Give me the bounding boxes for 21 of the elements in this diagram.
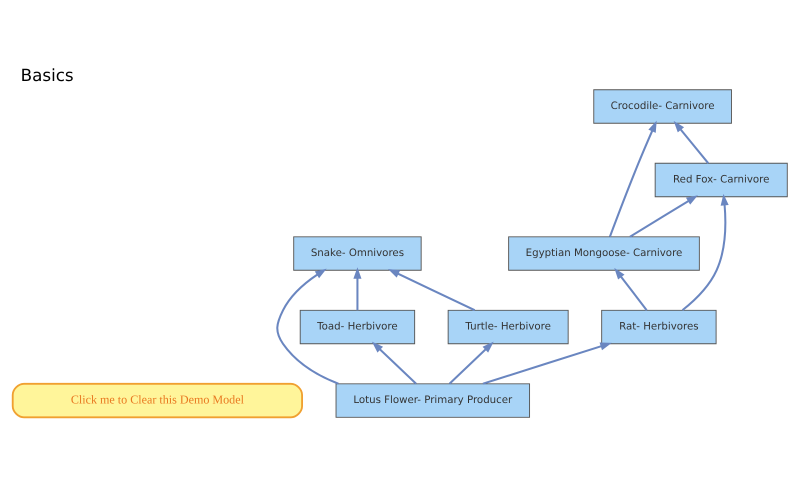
node-box: Snake- Omnivores <box>293 236 422 271</box>
arrow <box>388 268 476 312</box>
arrow <box>353 267 362 310</box>
node-box: Crocodile- Carnivore <box>593 89 732 124</box>
node-box: Click me to Clear this Demo Model <box>12 382 303 418</box>
arrow <box>372 342 417 384</box>
node-box: Turtle- Herbivore <box>448 310 569 344</box>
node-box: Egyptian Mongoose- Carnivore <box>508 236 700 271</box>
arrow <box>276 268 339 385</box>
diagram-title: Basics <box>20 64 74 85</box>
arrow <box>448 342 494 384</box>
arrow <box>482 342 612 385</box>
arrow <box>682 194 729 311</box>
node-box: Red Fox- Carnivore <box>654 162 788 198</box>
arrow <box>608 120 657 238</box>
arrow <box>674 120 710 164</box>
node-box: Lotus Flower- Primary Producer <box>336 383 530 418</box>
node-box: Toad- Herbivore <box>300 310 416 344</box>
node-box: Rat- Herbivores <box>601 310 717 344</box>
arrow <box>614 268 648 311</box>
arrow <box>629 195 698 238</box>
